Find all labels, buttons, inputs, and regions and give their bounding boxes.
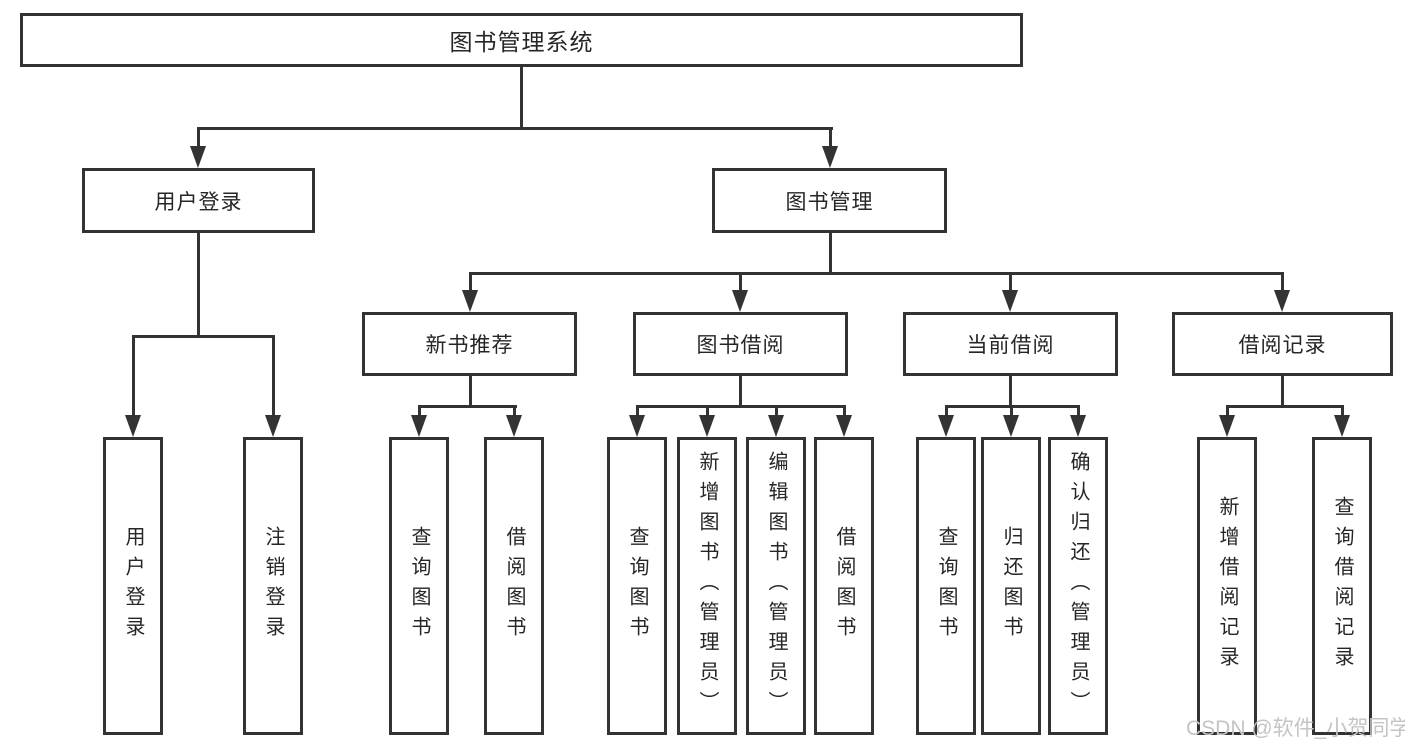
connector-drop-leaf-logout: [272, 335, 275, 419]
arrowhead-leaf-logout: [265, 415, 281, 437]
connector-drop-new-book: [469, 272, 472, 294]
arrowhead-borrow-records: [1274, 290, 1290, 312]
leaf-newbook-query-label: 查询图书: [408, 526, 430, 646]
leaf-add-borrow-record-label: 新增借阅记录: [1216, 496, 1238, 676]
node-root-label: 图书管理系统: [449, 29, 594, 55]
leaf-logout-label: 注销登录: [262, 526, 284, 646]
connector-drop-leaf-login: [132, 335, 135, 419]
arrowhead-cb-query: [938, 415, 954, 437]
connector-current-borrow-stem: [1009, 376, 1012, 408]
arrowhead-new-book: [462, 290, 478, 312]
leaf-return-book-label: 归还图书: [1000, 526, 1022, 646]
arrowhead-br-query: [1334, 415, 1350, 437]
connector-book-mgmt-stem: [829, 233, 832, 275]
arrowhead-book-borrow: [732, 290, 748, 312]
node-book-mgmt: 图书管理: [712, 168, 947, 233]
node-current-borrow: 当前借阅: [903, 312, 1118, 376]
leaf-current-query-label: 查询图书: [935, 526, 957, 646]
connector-borrow-records-stem: [1281, 376, 1284, 408]
arrowhead-bb-add: [699, 415, 715, 437]
node-book-mgmt-label: 图书管理: [785, 190, 874, 214]
leaf-newbook-query: 查询图书: [389, 437, 449, 735]
leaf-confirm-return-label: 确认归还（管理员）: [1067, 451, 1089, 721]
node-user-login-label: 用户登录: [154, 190, 243, 214]
leaf-user-login: 用户登录: [103, 437, 163, 735]
arrowhead-br-add: [1219, 415, 1235, 437]
connector-drop-book-mgmt: [829, 127, 832, 150]
leaf-current-query: 查询图书: [916, 437, 976, 735]
arrowhead-cb-confirm: [1070, 415, 1086, 437]
connector-borrow-records-bar: [1226, 405, 1344, 408]
arrowhead-bb-edit: [768, 415, 784, 437]
arrowhead-current-borrow: [1002, 290, 1018, 312]
leaf-borrow-add-book-label: 新增图书（管理员）: [696, 451, 718, 721]
leaf-borrow-edit-book: 编辑图书（管理员）: [746, 437, 806, 735]
connector-drop-user-login: [197, 127, 200, 150]
connector-book-borrow-stem: [739, 376, 742, 408]
connector-drop-br-add: [1226, 405, 1229, 419]
node-current-borrow-label: 当前借阅: [966, 334, 1055, 357]
node-book-borrow-label: 图书借阅: [696, 334, 785, 357]
leaf-return-book: 归还图书: [981, 437, 1041, 735]
leaf-borrow-book: 借阅图书: [814, 437, 874, 735]
leaf-query-borrow-record: 查询借阅记录: [1312, 437, 1372, 735]
arrowhead-bb-borrow: [836, 415, 852, 437]
leaf-add-borrow-record: 新增借阅记录: [1197, 437, 1257, 735]
node-new-book-recommend-label: 新书推荐: [425, 334, 514, 357]
connector-drop-bb-borrow: [843, 405, 846, 419]
node-book-borrow: 图书借阅: [633, 312, 848, 376]
connector-root-bar: [197, 127, 833, 130]
connector-drop-br-query: [1341, 405, 1344, 419]
leaf-newbook-borrow-label: 借阅图书: [503, 526, 525, 646]
connector-drop-bb-edit: [775, 405, 778, 419]
connector-user-login-bar: [132, 335, 275, 338]
leaf-borrow-query-label: 查询图书: [626, 526, 648, 646]
arrowhead-leaf-login: [125, 415, 141, 437]
node-borrow-records-label: 借阅记录: [1238, 334, 1327, 357]
connector-book-borrow-bar: [636, 405, 846, 408]
connector-drop-cb-return: [1010, 405, 1013, 419]
leaf-borrow-add-book: 新增图书（管理员）: [677, 437, 737, 735]
node-root: 图书管理系统: [20, 13, 1023, 67]
leaf-borrow-book-label: 借阅图书: [833, 526, 855, 646]
arrowhead-book-mgmt: [822, 146, 838, 168]
leaf-confirm-return: 确认归还（管理员）: [1048, 437, 1108, 735]
connector-new-book-stem: [469, 376, 472, 408]
arrowhead-nb-borrow: [506, 415, 522, 437]
node-user-login: 用户登录: [82, 168, 315, 233]
connector-drop-nb-query: [418, 405, 421, 419]
connector-drop-bb-query: [636, 405, 639, 419]
leaf-newbook-borrow: 借阅图书: [484, 437, 544, 735]
node-borrow-records: 借阅记录: [1172, 312, 1393, 376]
arrowhead-nb-query: [411, 415, 427, 437]
connector-drop-borrow-records: [1281, 272, 1284, 294]
connector-drop-current-borrow: [1009, 272, 1012, 294]
arrowhead-bb-query: [629, 415, 645, 437]
connector-drop-bb-add: [706, 405, 709, 419]
connector-drop-book-borrow: [739, 272, 742, 294]
arrowhead-user-login: [190, 146, 206, 168]
node-new-book-recommend: 新书推荐: [362, 312, 577, 376]
connector-root-stem: [520, 67, 523, 130]
connector-drop-nb-borrow: [513, 405, 516, 419]
leaf-query-borrow-record-label: 查询借阅记录: [1331, 496, 1353, 676]
leaf-borrow-edit-book-label: 编辑图书（管理员）: [765, 451, 787, 721]
connector-book-mgmt-bar: [469, 272, 1284, 275]
connector-drop-cb-confirm: [1077, 405, 1080, 419]
leaf-borrow-query: 查询图书: [607, 437, 667, 735]
csdn-watermark: CSDN @软件_小贺同学: [1186, 717, 1405, 740]
connector-new-book-bar: [418, 405, 517, 408]
arrowhead-cb-return: [1003, 415, 1019, 437]
connector-user-login-stem: [197, 233, 200, 337]
leaf-logout: 注销登录: [243, 437, 303, 735]
leaf-user-login-label: 用户登录: [122, 526, 144, 646]
connector-drop-cb-query: [945, 405, 948, 419]
